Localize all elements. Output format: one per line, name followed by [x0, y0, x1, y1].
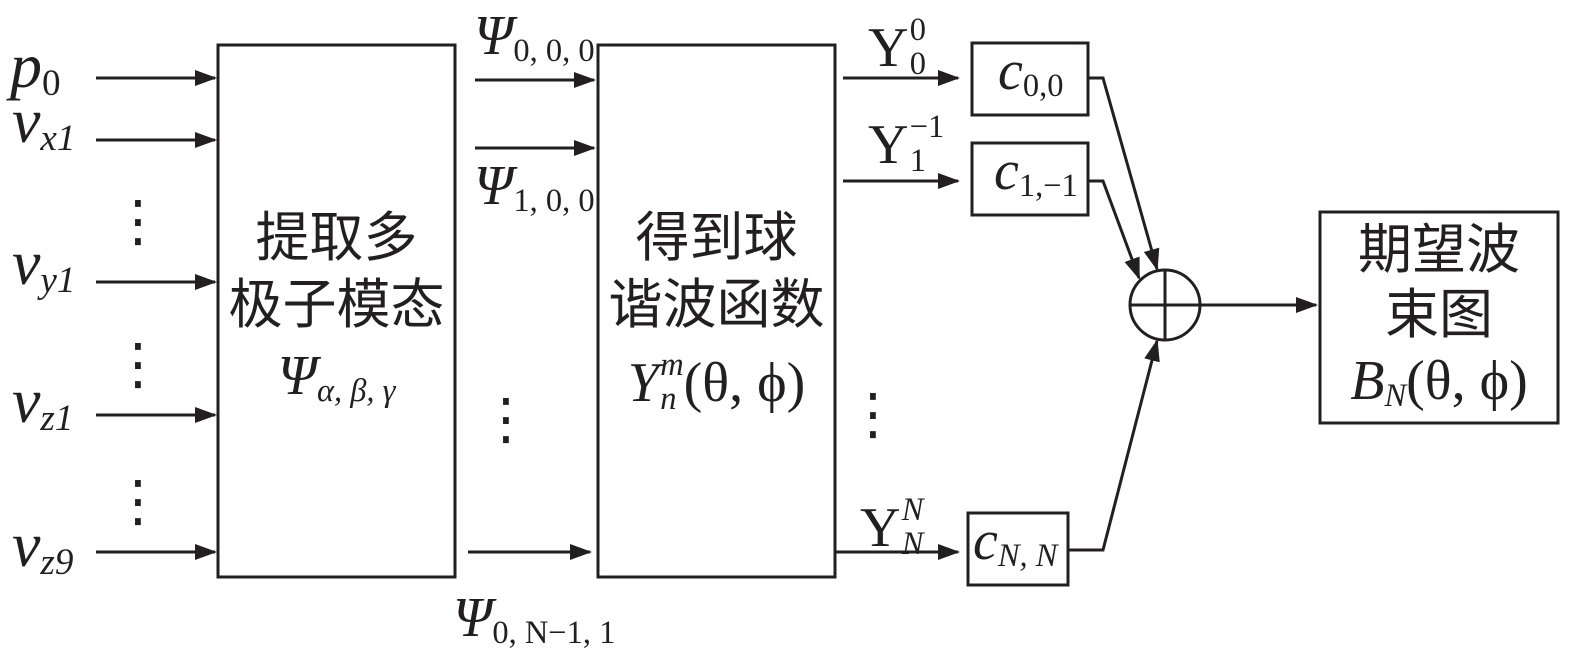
- symbol-superscript: m: [660, 347, 684, 383]
- extract-multipole-text: 提取多 极子模态 Ψα, β, γ: [218, 45, 455, 577]
- harmonic-block-line2: 谐波函数: [608, 273, 825, 336]
- ellipsis-inputs-3: ⋮: [110, 469, 166, 534]
- symbol-arguments: (θ, ϕ): [1406, 350, 1528, 412]
- coefficient-label-nn: cN, N: [973, 513, 1057, 573]
- input-subscript: z9: [40, 542, 74, 584]
- ellipsis-inputs-2: ⋮: [110, 332, 166, 397]
- coefficient-label-1m1: c1,−1: [994, 143, 1078, 203]
- mode-label-100: Ψ1, 0, 0: [474, 158, 595, 218]
- input-subscript: z1: [40, 398, 74, 440]
- harmonic-superscript: 0: [909, 12, 926, 48]
- coefficient-box-1m1: [970, 141, 1090, 217]
- symbol-base: B: [1350, 350, 1385, 412]
- harmonic-superscript: −1: [909, 109, 945, 145]
- symbol-subscript: n: [660, 381, 677, 418]
- symbol-subscript: N: [1384, 378, 1407, 415]
- extract-multipole-block: [216, 43, 457, 579]
- beam-block-line1: 期望波: [1358, 218, 1520, 281]
- harmonic-symbol: Y: [868, 16, 909, 79]
- coefficient-subscript: N, N: [997, 538, 1058, 575]
- coefficient-symbol: c: [994, 140, 1019, 202]
- symbol-base: Ψ: [277, 345, 317, 407]
- coefficient-symbol: c: [998, 40, 1023, 102]
- mode-subscript: 1, 0, 0: [513, 183, 595, 220]
- extract-block-line1: 提取多: [255, 206, 418, 269]
- input-label-vz9: vz9: [12, 513, 74, 584]
- symbol-subscript: α, β, γ: [316, 373, 396, 410]
- beam-pattern-text: 期望波 束图 BN(θ, ϕ): [1320, 212, 1558, 423]
- coefficient-symbol: c: [973, 510, 998, 572]
- harmonic-subscript: 1: [909, 143, 926, 180]
- extract-block-line2: 极子模态: [228, 273, 445, 336]
- mode-symbol: Ψ: [474, 5, 514, 67]
- beam-block-symbol: BN(θ, ϕ): [1320, 353, 1558, 413]
- input-symbol: v: [12, 85, 41, 156]
- symbol-base: Y: [627, 351, 659, 414]
- input-label-vx1: vx1: [12, 89, 76, 160]
- spherical-harmonic-block: [596, 43, 837, 579]
- input-label-vy1: vy1: [12, 231, 76, 302]
- ellipsis-inputs-1: ⋮: [110, 189, 166, 254]
- mode-subscript: 0, 0, 0: [513, 33, 595, 70]
- harmonic-subscript: 0: [909, 46, 926, 83]
- input-label-p0: p0: [10, 34, 61, 105]
- input-subscript: y1: [40, 260, 76, 302]
- input-symbol: p: [10, 30, 42, 101]
- harmonic-superscript: N: [901, 492, 924, 528]
- input-label-vz1: vz1: [12, 369, 74, 440]
- input-symbol: v: [12, 227, 41, 298]
- beam-pattern-block: [1318, 210, 1560, 425]
- harmonic-subscript: N: [901, 526, 924, 563]
- mode-symbol: Ψ: [474, 155, 514, 217]
- mode-symbol: Ψ: [453, 587, 493, 649]
- coefficient-subscript: 1,−1: [1018, 168, 1078, 205]
- mode-subscript: 0, N−1, 1: [492, 615, 616, 652]
- harmonic-block-line1: 得到球: [635, 206, 798, 269]
- coefficient-subscript: 0,0: [1022, 68, 1064, 105]
- harmonic-symbol: Y: [868, 113, 909, 176]
- input-symbol: v: [12, 365, 41, 436]
- ellipsis-modes: ⋮: [478, 387, 534, 452]
- summing-junction: [1128, 268, 1202, 342]
- arrow-coef-00-to-sum: [1088, 76, 1160, 271]
- input-symbol: v: [12, 509, 41, 580]
- arrow-coef-nn-to-sum: [1068, 339, 1160, 552]
- harmonic-symbol: Y: [860, 496, 901, 559]
- beam-block-line2: 束图: [1385, 283, 1493, 346]
- arrow-coef-1m1-to-sum: [1088, 179, 1141, 280]
- extract-block-symbol: Ψα, β, γ: [218, 348, 455, 408]
- input-subscript: 0: [42, 63, 61, 105]
- symbol-arguments: (θ, ϕ): [683, 351, 806, 414]
- mode-label-000: Ψ0, 0, 0: [474, 8, 595, 68]
- coefficient-label-00: c0,0: [998, 43, 1063, 103]
- ellipsis-harmonics: ⋮: [845, 382, 901, 447]
- mode-label-0n11: Ψ0, N−1, 1: [453, 590, 615, 650]
- input-subscript: x1: [40, 118, 76, 160]
